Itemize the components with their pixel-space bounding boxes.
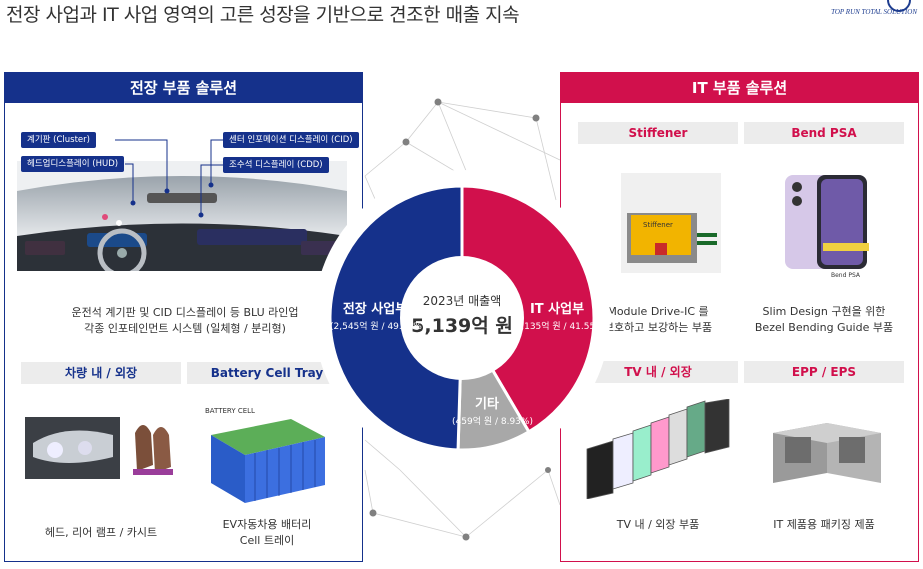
- page-title: 전장 사업과 IT 사업 영역의 고른 성장을 기반으로 견조한 매출 지속: [6, 4, 520, 26]
- donut-center-label: 2023년 매출액 5,139억 원: [400, 292, 524, 338]
- vehicle-description: 헤드, 리어 램프 / 카시트: [44, 526, 158, 539]
- battery-image-caption: BATTERY CELL: [205, 407, 255, 415]
- company-logo: TOP RUN TOTAL SOLUTION: [807, 0, 917, 22]
- battery-tray-image: BATTERY CELL: [205, 407, 325, 503]
- headlamp-seat-image: [25, 417, 173, 479]
- battery-description: EV자동차용 배터리 Cell 트레이: [222, 518, 312, 547]
- section-label-epp-eps: EPP / EPS: [744, 361, 904, 383]
- bend-psa-image-caption: Bend PSA: [831, 272, 861, 279]
- epp-eps-image: [773, 423, 881, 483]
- tag-cid: 센터 인포메이션 디스플레이 (CID): [223, 132, 359, 148]
- epp-eps-description: IT 제품용 패키징 제품: [773, 518, 875, 531]
- slice-label-it: IT 사업부 (2,135억 원 / 41.55%): [512, 302, 608, 332]
- stiffener-description: Module Drive-IC 를 보호하고 보강하는 부품: [603, 305, 713, 334]
- bend-psa-phone-image: Bend PSA: [785, 175, 869, 279]
- donut-hole: [400, 256, 524, 380]
- tag-cluster: 계기판 (Cluster): [21, 132, 96, 148]
- it-panel-header: IT 부품 솔루션: [561, 73, 918, 103]
- car-dashboard-image: [17, 161, 347, 271]
- section-label-bend-psa: Bend PSA: [744, 122, 904, 144]
- slice-automotive: [328, 184, 464, 452]
- section-label-vehicle: 차량 내 / 외장: [21, 362, 181, 384]
- tag-cdd: 조수석 디스플레이 (CDD): [223, 157, 329, 173]
- tag-hud: 헤드업디스플레이 (HUD): [21, 156, 125, 172]
- slice-label-other: 기타 (459억 원 / 8.93%): [452, 397, 533, 427]
- automotive-panel-header: 전장 부품 솔루션: [5, 73, 362, 103]
- stiffener-image-caption: Stiffener: [643, 221, 673, 229]
- tag-connectors: [115, 139, 223, 218]
- interior-description: 운전석 계기판 및 CID 디스플레이 등 BLU 라인업 각종 인포테인먼트 …: [71, 306, 299, 335]
- stiffener-image: Stiffener: [621, 173, 721, 273]
- automotive-panel: 전장 부품 솔루션 계기판 (Cluster: [4, 72, 363, 562]
- it-panel: IT 부품 솔루션 Stiffener Bend PSA Stiffener B…: [560, 72, 919, 562]
- logo-text: TOP RUN TOTAL SOLUTION: [831, 8, 917, 16]
- section-label-stiffener: Stiffener: [578, 122, 738, 144]
- tv-description: TV 내 / 외장 부품: [616, 518, 700, 531]
- bend-psa-description: Slim Design 구현을 위한 Bezel Bending Guide 부…: [754, 305, 894, 334]
- section-label-tv: TV 내 / 외장: [578, 361, 738, 383]
- donut-title: 2023년 매출액: [422, 294, 502, 308]
- tv-layers-image: [586, 399, 730, 499]
- donut-total: 5,139억 원: [411, 315, 513, 337]
- section-label-battery: Battery Cell Tray: [187, 362, 347, 384]
- slice-label-automotive: 전장 사업부 (2,545억 원 / 49.52%): [330, 302, 426, 332]
